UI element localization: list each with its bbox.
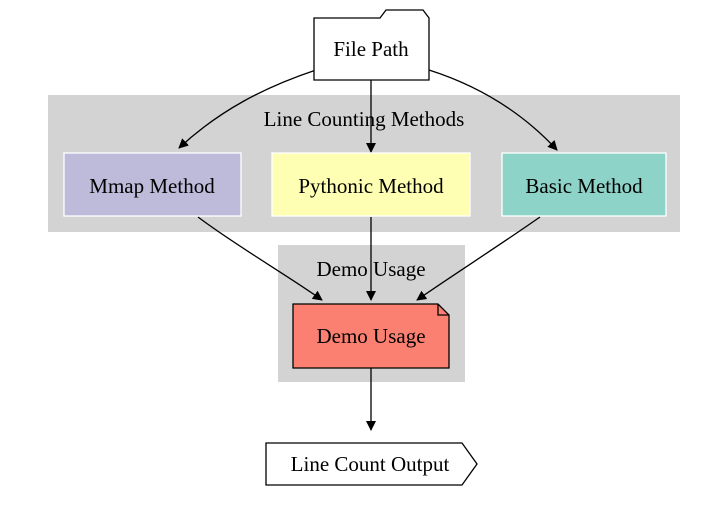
node-basic-method: Basic Method: [501, 152, 667, 217]
node-mmap-method: Mmap Method: [63, 152, 242, 217]
node-basic-label: Basic Method: [525, 174, 643, 198]
note-shape: [292, 303, 450, 369]
edge-file-path-to-basic: [428, 69, 558, 151]
node-pythonic-box: [271, 152, 471, 217]
node-file-path-label: File Path: [333, 37, 409, 61]
node-basic-box: [501, 152, 667, 217]
node-pythonic-method: Pythonic Method: [271, 152, 471, 217]
edges: [178, 69, 558, 431]
node-output-label: Line Count Output: [291, 452, 450, 476]
cluster-methods-label: Line Counting Methods: [264, 107, 465, 131]
note-fold: [437, 304, 449, 316]
node-demo-label: Demo Usage: [316, 324, 425, 348]
output-shape: [265, 442, 478, 486]
node-demo-usage: Demo Usage: [292, 303, 450, 369]
edge-file-path-to-mmap: [178, 69, 317, 149]
node-file-path: File Path: [313, 9, 430, 81]
node-mmap-box: [63, 152, 242, 217]
node-pythonic-label: Pythonic Method: [298, 174, 444, 198]
folder-shape: [313, 9, 430, 81]
node-line-count-output: Line Count Output: [265, 442, 478, 486]
edge-basic-to-demo: [416, 216, 541, 301]
node-mmap-label: Mmap Method: [89, 174, 215, 198]
edge-mmap-to-demo: [197, 216, 323, 301]
